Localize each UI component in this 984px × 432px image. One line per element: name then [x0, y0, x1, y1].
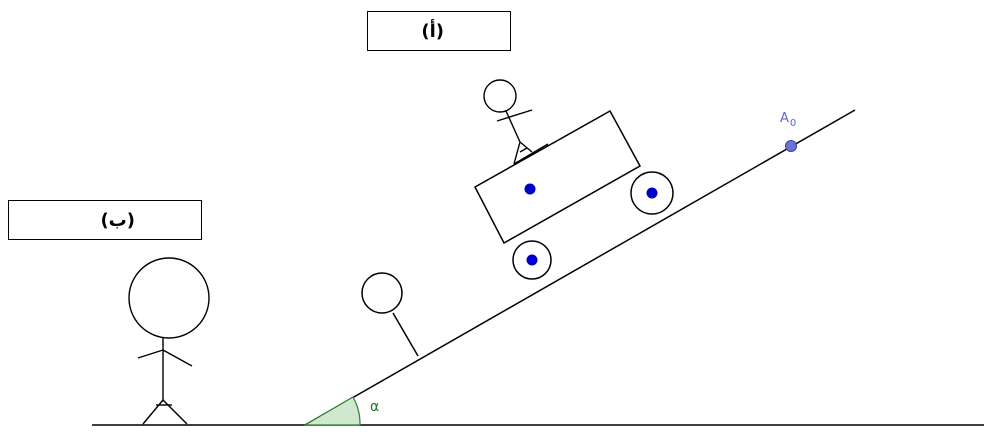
label-b-text: (ب)	[100, 209, 135, 231]
cart-wheel-rear	[512, 240, 552, 280]
label-box-b: (ب)	[8, 200, 202, 240]
rider-stick-figure	[483, 79, 549, 165]
angle-alpha-label: α	[370, 399, 379, 415]
ball-on-stick	[361, 272, 419, 357]
point-a0-label: A0	[780, 111, 796, 129]
cart	[474, 109, 674, 280]
cart-body	[474, 109, 642, 245]
cart-body-dot	[524, 183, 536, 195]
angle-alpha-marker	[302, 396, 361, 426]
label-box-a: (أ)	[367, 11, 511, 51]
cart-wheel-front	[630, 171, 674, 215]
label-a-text: (أ)	[421, 20, 444, 42]
observer-stick-figure	[128, 257, 210, 425]
incline-line	[304, 109, 856, 426]
point-a0	[785, 140, 797, 152]
